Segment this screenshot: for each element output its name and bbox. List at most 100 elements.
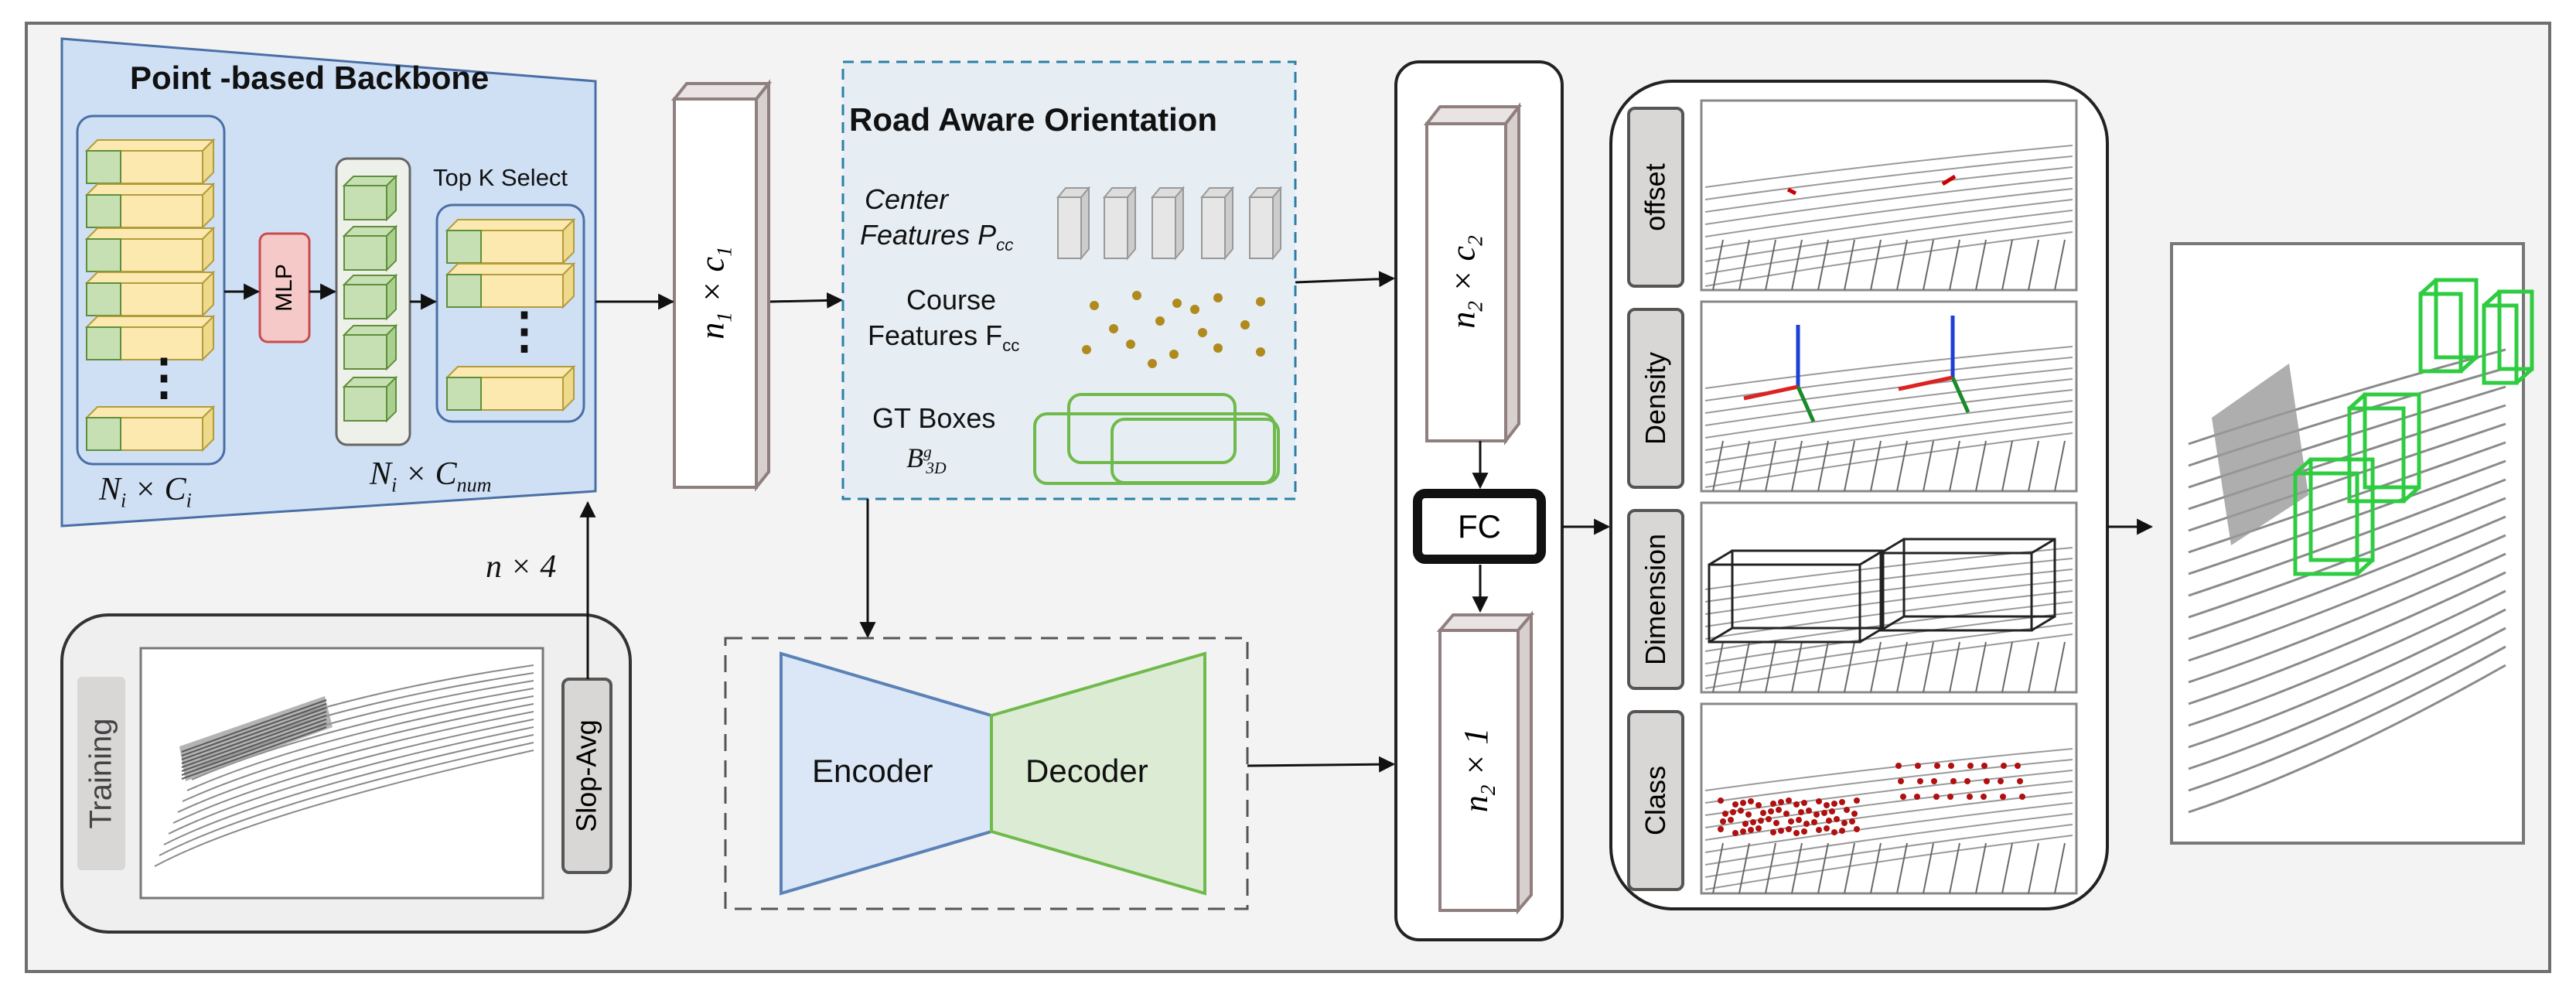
class-point-a-31 — [1728, 817, 1734, 823]
result-image — [2170, 242, 2525, 845]
training-scan-line-2 — [163, 734, 534, 845]
course-dot-14 — [1148, 359, 1157, 368]
training-scan-line-6 — [182, 703, 534, 802]
output-stroke-0-9 — [1949, 239, 1960, 291]
output-row-2 — [1627, 501, 2078, 694]
output-stroke-2-10 — [1975, 641, 1987, 693]
class-point-b-9 — [1917, 778, 1923, 784]
class-point-a-1 — [1732, 801, 1738, 808]
output-stroke-0-10 — [1975, 239, 1987, 291]
class-point-b-5 — [1981, 763, 1987, 769]
class-point-a-7 — [1786, 797, 1792, 804]
class-point-b-1 — [1915, 763, 1921, 769]
output-scan-2-2 — [1704, 612, 2073, 664]
backbone-size-right: Ni × Cnum — [370, 456, 492, 497]
output-stroke-1-9 — [1949, 440, 1960, 492]
output-scan-2-4 — [1704, 590, 2073, 640]
class-point-a-27 — [1829, 808, 1835, 814]
training-scan-line-1 — [159, 742, 534, 856]
class-point-a-43 — [1841, 820, 1848, 826]
output-stroke-0-4 — [1817, 239, 1829, 291]
class-point-a-36 — [1773, 820, 1779, 826]
gt-boxes — [1033, 393, 1280, 485]
class-point-a-5 — [1770, 801, 1776, 807]
class-point-b-14 — [1998, 778, 2004, 784]
class-point-a-23 — [1798, 809, 1804, 815]
output-scan-2-6 — [1704, 569, 2073, 615]
course-dot-15 — [1190, 305, 1199, 314]
training-wall-line-4 — [181, 715, 327, 768]
class-point-a-32 — [1742, 821, 1749, 827]
class-point-a-57 — [1831, 829, 1837, 835]
center-slab-2 — [1150, 186, 1186, 261]
class-point-a-11 — [1824, 802, 1830, 808]
class-point-a-50 — [1770, 829, 1776, 835]
output-stroke-1-1 — [1738, 440, 1750, 492]
result-scan-3 — [2188, 608, 2506, 749]
output-scan-1-7 — [1704, 357, 2073, 401]
training-scan-line-5 — [177, 711, 534, 813]
course-dot-6 — [1155, 316, 1165, 326]
output-stroke-2-4 — [1817, 641, 1829, 693]
course-label-1: Course — [906, 284, 997, 316]
training-tag — [77, 677, 125, 870]
class-point-b-15 — [2017, 778, 2023, 784]
output-scan-0-8 — [1704, 145, 2073, 188]
output-stroke-1-10 — [1975, 440, 1987, 492]
output-scan-3-6 — [1704, 770, 2073, 816]
output-row-tag-1 — [1627, 308, 1684, 489]
class-point-a-34 — [1758, 818, 1764, 824]
class-point-a-20 — [1768, 808, 1774, 814]
output-stroke-2-1 — [1738, 641, 1750, 693]
output-scan-1-5 — [1704, 378, 2073, 426]
offset-mark-0 — [1786, 187, 1797, 196]
output-row-tag-2 — [1627, 509, 1684, 690]
output-stroke-3-13 — [2054, 842, 2066, 894]
output-stroke-1-4 — [1817, 440, 1829, 492]
output-stroke-0-1 — [1738, 239, 1750, 291]
training-wall — [179, 696, 333, 781]
center-slab-3 — [1199, 186, 1235, 261]
head-label-density: Density — [1639, 351, 1672, 446]
class-point-b-22 — [2000, 794, 2006, 800]
output-row-tag-0 — [1627, 107, 1684, 288]
output-stroke-3-12 — [2028, 842, 2039, 894]
class-point-a-45 — [1718, 826, 1724, 832]
output-stroke-1-3 — [1791, 440, 1803, 492]
output-stroke-0-5 — [1844, 239, 1855, 291]
class-point-b-8 — [1898, 778, 1904, 784]
output-row-1 — [1627, 300, 2078, 493]
gt-label-1: GT Boxes — [872, 402, 996, 434]
output-stroke-3-7 — [1896, 842, 1908, 894]
class-point-a-53 — [1793, 830, 1800, 836]
course-dot-7 — [1198, 328, 1207, 337]
output-scan-0-5 — [1704, 177, 2073, 225]
output-stroke-2-7 — [1896, 641, 1908, 693]
topk-row-0 — [445, 217, 576, 265]
class-point-a-15 — [1722, 811, 1728, 817]
course-feature-dots — [1082, 291, 1265, 368]
road-aware-title: Road Aware Orientation — [849, 101, 1218, 138]
result-box-2 — [2418, 278, 2479, 374]
output-stroke-0-12 — [2028, 239, 2039, 291]
result-scan-2 — [2188, 627, 2506, 770]
output-stroke-2-12 — [2028, 641, 2039, 693]
training-wall-line-7 — [181, 726, 327, 780]
output-stroke-0-2 — [1765, 239, 1776, 291]
center-label-2: Features Pcc — [860, 219, 1014, 255]
output-scan-0-2 — [1704, 210, 2073, 262]
backbone-title: Point -based Backbone — [130, 60, 490, 96]
head-label-class: Class — [1639, 765, 1671, 836]
output-scan-0-7 — [1704, 155, 2073, 200]
output-stroke-2-13 — [2054, 641, 2066, 693]
arrow-f1-to-road — [769, 292, 844, 309]
output-stroke-2-5 — [1844, 641, 1855, 693]
feature1-label: n1 × c1 — [693, 246, 736, 340]
result-box-3 — [2482, 289, 2534, 385]
output-scan-1-4 — [1704, 389, 2073, 439]
training-scan-line-3 — [168, 726, 534, 835]
class-point-a-54 — [1801, 828, 1807, 835]
class-point-b-23 — [2019, 794, 2025, 800]
result-scan-1 — [2188, 645, 2506, 792]
